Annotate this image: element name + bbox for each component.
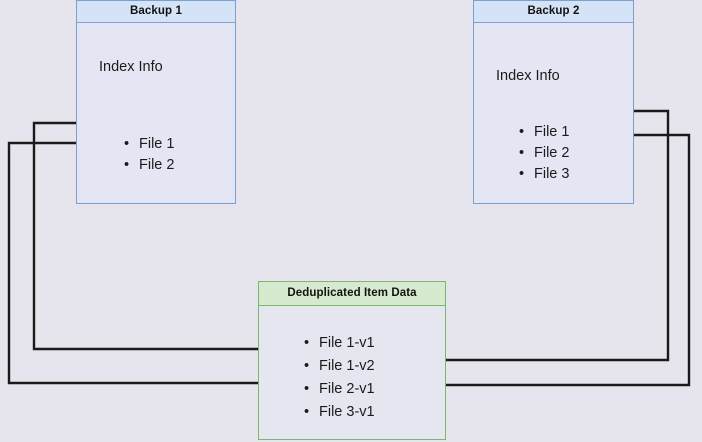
node-backup-2[interactable]: Backup 2 Index Info File 1 File 2 File 3 — [473, 0, 634, 204]
node-backup-2-header: Backup 2 — [474, 1, 633, 23]
node-backup-1-body: Index Info File 1 File 2 — [77, 23, 235, 203]
list-item[interactable]: File 2 — [519, 143, 569, 164]
node-backup-1[interactable]: Backup 1 Index Info File 1 File 2 — [76, 0, 236, 204]
list-item[interactable]: File 1 — [124, 134, 174, 155]
list-item[interactable]: File 1-v2 — [304, 355, 375, 378]
node-backup-1-header: Backup 1 — [77, 1, 235, 23]
backup-2-file-list: File 1 File 2 File 3 — [519, 122, 569, 185]
list-item[interactable]: File 1-v1 — [304, 332, 375, 355]
list-item[interactable]: File 2-v1 — [304, 378, 375, 401]
dedup-file-list: File 1-v1 File 1-v2 File 2-v1 File 3-v1 — [304, 332, 375, 424]
node-backup-2-body: Index Info File 1 File 2 File 3 — [474, 23, 633, 203]
list-item[interactable]: File 3-v1 — [304, 401, 375, 424]
list-item[interactable]: File 3 — [519, 164, 569, 185]
list-item[interactable]: File 2 — [124, 155, 174, 176]
node-dedup-body: File 1-v1 File 1-v2 File 2-v1 File 3-v1 — [259, 306, 445, 439]
backup-1-index-label: Index Info — [99, 59, 163, 75]
backup-1-file-list: File 1 File 2 — [124, 134, 174, 176]
node-dedup-header: Deduplicated Item Data — [259, 282, 445, 306]
node-deduplicated-item-data[interactable]: Deduplicated Item Data File 1-v1 File 1-… — [258, 281, 446, 440]
backup-2-index-label: Index Info — [496, 68, 560, 84]
list-item[interactable]: File 1 — [519, 122, 569, 143]
